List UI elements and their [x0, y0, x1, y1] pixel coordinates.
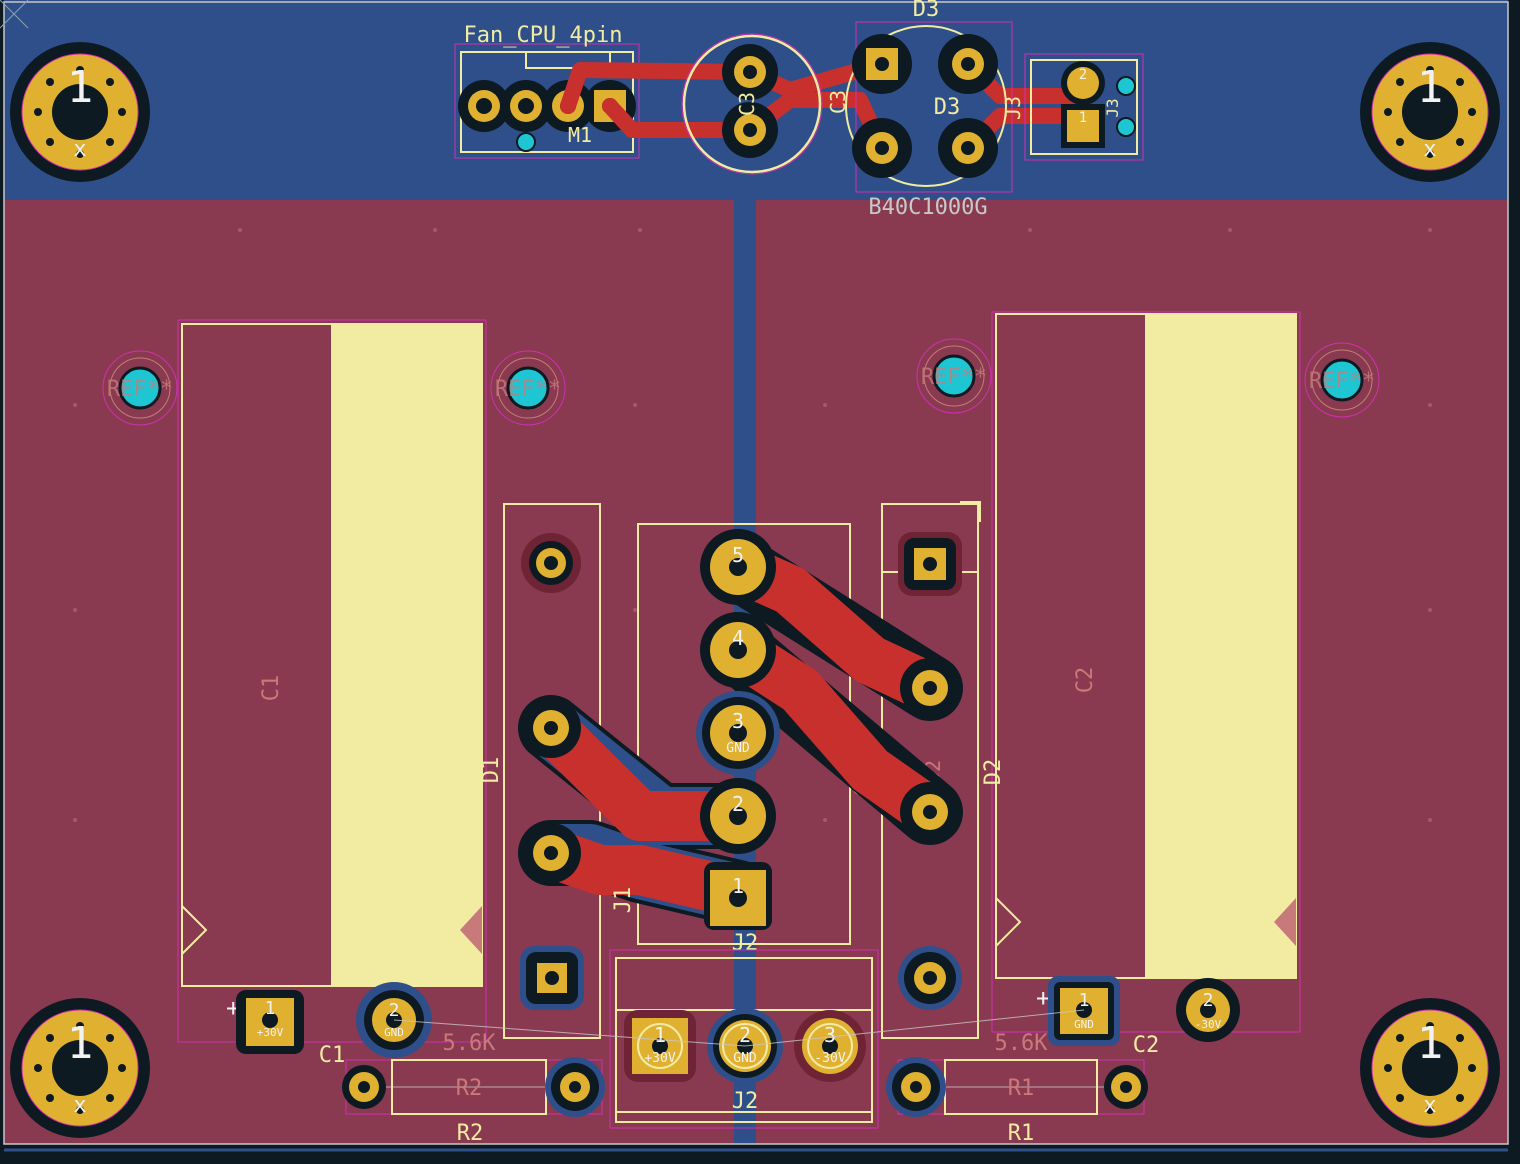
mounting-hole-top-right[interactable]: 1 x — [1360, 42, 1500, 182]
j3-pad-number: 1 — [1079, 110, 1087, 126]
ref-via-label: REF** — [1309, 369, 1375, 394]
j2-ref-top-label: J2 — [732, 931, 759, 956]
ref-via-label: REF** — [495, 377, 561, 402]
j1-pad-number: 2 — [732, 792, 744, 816]
c1-fab-label: C1 — [259, 675, 284, 702]
d3-value-label: B40C1000G — [868, 195, 987, 220]
mounting-hole-mark: x — [1423, 137, 1436, 162]
j1-pad-number: 1 — [732, 874, 744, 898]
mounting-hole-bottom-right[interactable]: 1 x — [1360, 998, 1500, 1138]
fan-ref-label: M1 — [568, 123, 592, 147]
j2-pad-3[interactable]: 3 -30V — [794, 1010, 866, 1082]
c3-fab-label: C3 — [735, 92, 759, 116]
c1-pad-number: 2 — [389, 1000, 400, 1021]
j1-pad-number: 3 — [732, 709, 744, 733]
j1-pad-number: 5 — [732, 543, 744, 567]
r1-ref-label: R1 — [1008, 1121, 1035, 1146]
fan-value-label: Fan_CPU_4pin — [464, 23, 623, 48]
d1-ref-label: D1 — [479, 757, 504, 784]
c2-ref-label: C2 — [1133, 1033, 1160, 1058]
j1-pad-4[interactable]: 4 — [700, 612, 776, 688]
c2-pad-number: 1 — [1079, 990, 1090, 1011]
origin-marker — [0, 0, 29, 29]
ref-vias[interactable]: REF** REF** REF** REF** — [102, 338, 1380, 426]
ref-via-label: REF** — [921, 365, 987, 390]
d2-anode-pads[interactable] — [900, 658, 960, 842]
j1-pad-1[interactable]: 1 — [704, 862, 772, 930]
c2-plus-mark: + — [1036, 984, 1050, 1012]
j2-pad-net: GND — [733, 1051, 757, 1066]
diode-d2[interactable]: D2 D2 — [881, 501, 1006, 1039]
j2-pad-net: +30V — [644, 1051, 675, 1066]
mounting-hole-bottom-left[interactable]: 1 x — [10, 998, 150, 1138]
c1-ref-label: C1 — [319, 1043, 346, 1068]
j1-pad-number: 4 — [732, 626, 744, 650]
ref-via-label: REF** — [107, 377, 173, 402]
d2-ref-label: D2 — [981, 759, 1006, 786]
c2-fab-label: C2 — [1073, 667, 1098, 694]
j2-pad-number: 1 — [654, 1023, 666, 1047]
j2-pad-number: 2 — [739, 1023, 751, 1047]
c2-pad-1[interactable]: 1 GND — [1048, 976, 1120, 1046]
c2-pad-net: -30V — [1195, 1018, 1222, 1031]
d1-anode-pads[interactable] — [521, 698, 581, 883]
mounting-hole-top-left[interactable]: 1 x — [10, 42, 150, 182]
connector-j3[interactable]: 2 1 J3 J3 — [1001, 53, 1144, 161]
bridge-rectifier-d3[interactable]: D3 D3 B40C1000G — [845, 0, 1013, 220]
resistor-r2[interactable]: 5.6K R2 R2 — [342, 1031, 605, 1146]
mounting-hole-mark: x — [1423, 1093, 1436, 1118]
d3-ref-label: D3 — [913, 0, 940, 22]
r2-fab-label: R2 — [456, 1076, 483, 1101]
j2-pad-net: -30V — [814, 1051, 845, 1066]
resistor-r1[interactable]: 5.6K R1 R1 — [886, 1031, 1148, 1146]
capacitor-c1[interactable]: C1 + 1 +30V 2 GND C1 — [177, 319, 487, 1068]
j3-fab-label: J3 — [1103, 98, 1122, 117]
mounting-hole-number: 1 — [67, 1018, 94, 1069]
j1-pad-net: GND — [726, 741, 750, 756]
c1-pad-number: 1 — [265, 998, 276, 1019]
r1-fab-label: R1 — [1008, 1076, 1035, 1101]
d1-cathode-pad[interactable] — [520, 946, 584, 1010]
d3-fab-label: D3 — [934, 95, 961, 120]
ref-via[interactable]: REF** — [916, 338, 992, 414]
c2-pad-number: 2 — [1203, 990, 1214, 1011]
r1-value-label: 5.6K — [995, 1031, 1049, 1056]
c1-pad-net: GND — [384, 1026, 404, 1039]
ratsnest — [364, 1009, 1126, 1088]
j1-ref-label: J1 — [611, 887, 636, 914]
j2-pad-number: 3 — [824, 1023, 836, 1047]
j3-ref-label: J3 — [1001, 96, 1025, 120]
mounting-hole-mark: x — [73, 1093, 86, 1118]
ref-via[interactable]: REF** — [102, 350, 178, 426]
c1-pad-net: +30V — [257, 1026, 284, 1039]
mounting-hole-number: 1 — [1417, 1018, 1444, 1069]
mounting-hole-mark: x — [73, 137, 86, 162]
d2-cathode-pad[interactable] — [898, 532, 962, 596]
board-edge — [3, 1, 1509, 1145]
ref-via[interactable]: REF** — [490, 350, 566, 426]
mounting-hole-number: 1 — [1417, 62, 1444, 113]
ref-via[interactable]: REF** — [1304, 342, 1380, 418]
j3-pad-number: 2 — [1079, 67, 1087, 83]
capacitor-c2[interactable]: C2 + 1 GND 2 -30V C2 — [991, 311, 1301, 1058]
j2-pad-1[interactable]: 1 +30V — [624, 1010, 696, 1082]
c2-pad-2[interactable]: 2 -30V — [1176, 978, 1240, 1042]
j1-pad-2[interactable]: 2 — [700, 778, 776, 854]
c2-pad-net: GND — [1074, 1018, 1094, 1031]
j1-pad-5[interactable]: 5 — [700, 529, 776, 605]
r2-value-label: 5.6K — [443, 1031, 497, 1056]
mounting-hole-number: 1 — [67, 62, 94, 113]
c1-pad-1[interactable]: 1 +30V — [236, 990, 304, 1054]
j1-pad-3[interactable]: 3 GND — [696, 691, 780, 775]
diode-d1[interactable]: D1 — [479, 503, 601, 1039]
back-copper-zone-top[interactable] — [4, 0, 1508, 200]
j2-ref-bottom-label: J2 — [732, 1089, 759, 1114]
r2-ref-label: R2 — [457, 1121, 484, 1146]
